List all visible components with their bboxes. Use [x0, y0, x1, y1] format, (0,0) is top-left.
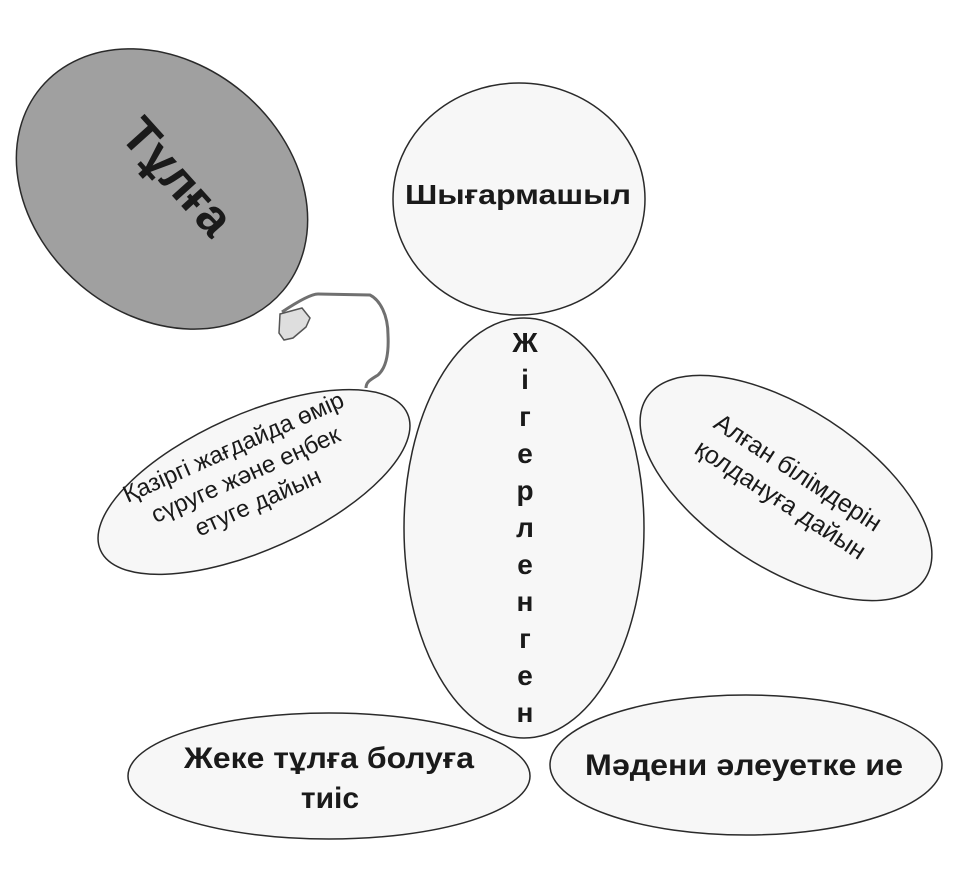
body-letter: е [517, 549, 533, 580]
body-node: Ж і г е р л е н г е н [403, 317, 645, 739]
body-letter: л [516, 512, 534, 543]
head-label: Шығармашыл [405, 179, 631, 210]
body-letter: н [517, 697, 534, 728]
body-letter: н [517, 586, 534, 617]
body-letter: е [517, 660, 533, 691]
left-leg-node: Жеке тұлға болуға тиіс [127, 712, 531, 840]
body-letter: і [521, 364, 529, 395]
left-leg-line-2: тиіс [301, 782, 359, 815]
balloon-node: Тұлға [15, 48, 311, 341]
body-letter: е [517, 438, 533, 469]
body-letter: р [516, 475, 533, 506]
left-leg-line-1: Жеке тұлға болуға [183, 742, 474, 775]
left-arm-node: Қазіргі жағдайда өмір сүруге және еңбек … [97, 387, 411, 576]
right-leg-node: Мәдени әлеуетке ие [549, 694, 943, 836]
right-arm-node: Алған білімдерін қолдануға дайын [639, 374, 933, 602]
balloon-knot [278, 307, 311, 341]
body-letter: г [519, 401, 531, 432]
head-node: Шығармашыл [392, 82, 646, 316]
body-letter: г [519, 623, 531, 654]
balloon-string [281, 292, 390, 389]
right-leg-line-1: Мәдени әлеуетке ие [585, 749, 903, 782]
body-letter: Ж [511, 327, 538, 358]
body-label: Ж і г е р л е н г е н [511, 327, 538, 728]
